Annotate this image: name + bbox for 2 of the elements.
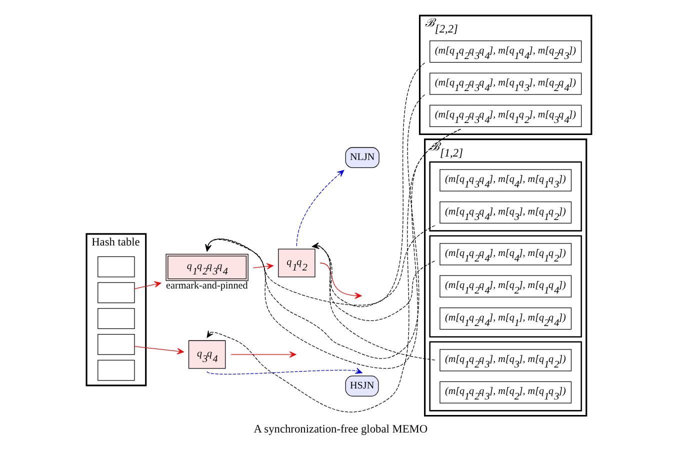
node-label: earmark-and-pinned: [166, 280, 248, 292]
caption: A synchronization-free global MEMO: [254, 423, 428, 436]
